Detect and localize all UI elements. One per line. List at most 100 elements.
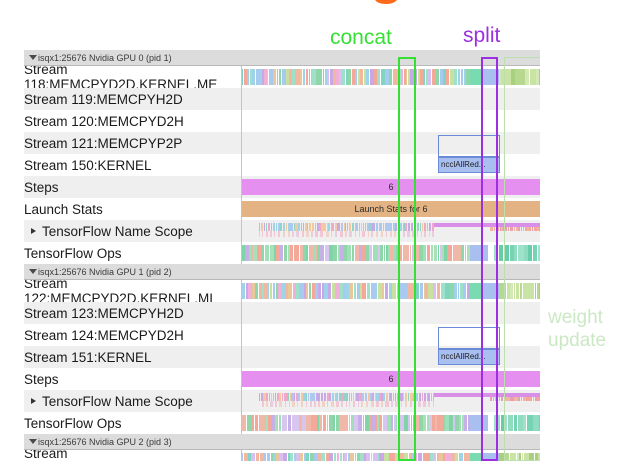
trace-row-label[interactable]: Launch Stats: [24, 198, 241, 220]
trace-row-label-text: Stream 124:MEMCPYD2H: [24, 327, 184, 343]
label-lane-divider: [241, 346, 242, 368]
label-lane-divider: [241, 88, 242, 110]
trace-row-label-text: TensorFlow Ops: [24, 245, 122, 261]
trace-row-label-text: Launch Stats: [24, 201, 103, 217]
label-lane-divider: [241, 324, 242, 346]
trace-row[interactable]: Stream 150:KERNEL ncclAllRed...: [24, 135, 540, 176]
orange-marker: [375, 0, 397, 4]
trace-row[interactable]: Launch Stats Launch Stats for 6: [24, 198, 540, 220]
group-header-gpu-0[interactable]: isqx1:25676 Nvidia GPU 0 (pid 1): [24, 50, 540, 66]
trace-row-label[interactable]: TensorFlow Ops: [24, 242, 241, 264]
trace-row-lane[interactable]: 6: [242, 368, 540, 390]
trace-row-label[interactable]: Steps: [24, 368, 241, 390]
trace-row[interactable]: Steps 6: [24, 368, 540, 390]
nccl-slice[interactable]: ncclAllRed...: [438, 349, 500, 365]
trace-row-label-text: Stream 120:MEMCPYD2H: [24, 113, 184, 129]
trace-row-label[interactable]: TensorFlow Ops: [24, 412, 241, 434]
chevron-down-icon[interactable]: [29, 269, 37, 274]
trace-row-label-text: Stream 150:KERNEL: [24, 157, 152, 173]
trace-row-lane[interactable]: [242, 110, 540, 132]
trace-row-lane[interactable]: [242, 302, 540, 324]
trace-row-label[interactable]: Stream 122:MEMCPYD2D,KERNEL,MI: [24, 280, 241, 302]
trace-row-label-text: Stream 123:MEMCPYH2D: [24, 305, 184, 321]
trace-row-label[interactable]: Stream 120:MEMCPYD2H: [24, 110, 241, 132]
trace-row-label[interactable]: TensorFlow Name Scope: [24, 220, 259, 242]
trace-row-label[interactable]: Stream 151:KERNEL: [24, 346, 241, 368]
trace-row[interactable]: Stream 119:MEMCPYH2D: [24, 88, 540, 110]
group-header-gpu-1[interactable]: isqx1:25676 Nvidia GPU 1 (pid 2): [24, 264, 540, 280]
chevron-down-icon[interactable]: [29, 55, 37, 60]
trace-row[interactable]: TensorFlow Name Scope: [24, 220, 540, 242]
trace-row-lane[interactable]: [242, 242, 540, 264]
label-lane-divider: [241, 110, 242, 132]
trace-row-label[interactable]: Stream 124:MEMCPYD2H: [24, 324, 241, 346]
trace-row-lane[interactable]: 6: [242, 176, 540, 198]
trace-row[interactable]: Stream 123:MEMCPYH2D: [24, 302, 540, 324]
trace-row-label[interactable]: Stream 150:KERNEL: [24, 154, 241, 176]
trace-row-label-text: Stream 118:MEMCPYD2D,KERNEL,ME: [24, 66, 218, 88]
trace-row-label-text: Stream 119:MEMCPYH2D: [24, 91, 183, 107]
trace-row-lane[interactable]: ncclAllRed...: [242, 327, 540, 368]
trace-row-lane[interactable]: ncclAllRed...: [242, 135, 540, 176]
steps-bar-label: 6: [388, 374, 394, 384]
label-lane-divider: [241, 368, 242, 390]
label-lane-divider: [241, 66, 242, 88]
steps-bar[interactable]: [242, 179, 540, 195]
chevron-right-icon[interactable]: [31, 228, 36, 234]
trace-row-label[interactable]: Stream 118:MEMCPYD2D,KERNEL,ME: [24, 66, 241, 88]
chevron-down-icon[interactable]: [29, 439, 37, 444]
trace-row-lane[interactable]: [242, 280, 540, 302]
trace-row[interactable]: Stream 151:KERNEL ncclAllRed...: [24, 327, 540, 368]
steps-bar-label: 6: [388, 182, 394, 192]
trace-row-lane[interactable]: [242, 324, 540, 346]
annotation-concat: concat: [330, 26, 392, 49]
trace-rows-container: isqx1:25676 Nvidia GPU 0 (pid 1)Stream 1…: [24, 50, 540, 461]
trace-viewer[interactable]: isqx1:25676 Nvidia GPU 0 (pid 1)Stream 1…: [24, 50, 540, 461]
label-lane-divider: [241, 132, 242, 154]
trace-row-lane[interactable]: [242, 450, 540, 461]
steps-bar[interactable]: [242, 371, 540, 387]
trace-row[interactable]: Steps 6: [24, 176, 540, 198]
trace-row-label[interactable]: TensorFlow Name Scope: [24, 390, 259, 412]
label-lane-divider: [241, 242, 242, 264]
trace-row[interactable]: Stream 126:MEMCPYD2D,KERNEL,MI: [24, 450, 540, 461]
label-lane-divider: [241, 280, 242, 302]
trace-row[interactable]: TensorFlow Name Scope: [24, 390, 540, 412]
trace-row-label-text: Stream 122:MEMCPYD2D,KERNEL,MI: [24, 280, 214, 302]
trace-row[interactable]: Stream 118:MEMCPYD2D,KERNEL,ME: [24, 66, 540, 88]
trace-row-label-text: TensorFlow Name Scope: [42, 223, 193, 239]
trace-row-label[interactable]: Stream 121:MEMCPYP2P: [24, 132, 241, 154]
trace-row-lane[interactable]: [242, 88, 540, 110]
label-lane-divider: [241, 198, 242, 220]
nccl-slice[interactable]: ncclAllRed...: [438, 157, 500, 173]
group-header-label: isqx1:25676 Nvidia GPU 1 (pid 2): [38, 266, 172, 277]
trace-row-label-text: Stream 121:MEMCPYP2P: [24, 135, 183, 151]
trace-row-lane[interactable]: [242, 412, 540, 434]
trace-row[interactable]: TensorFlow Ops: [24, 412, 540, 434]
label-lane-divider: [241, 390, 242, 412]
chevron-right-icon[interactable]: [31, 398, 36, 404]
trace-row-lane[interactable]: Launch Stats for 6: [242, 198, 540, 220]
annotation-weight-line2: update: [548, 330, 607, 351]
trace-row-lane[interactable]: [242, 220, 540, 242]
trace-row-lane[interactable]: [242, 390, 540, 412]
trace-row[interactable]: Stream 121:MEMCPYP2P: [24, 132, 540, 154]
trace-row-label-text: TensorFlow Ops: [24, 415, 122, 431]
trace-row-label[interactable]: Steps: [24, 176, 241, 198]
trace-row[interactable]: Stream 124:MEMCPYD2H: [24, 324, 540, 346]
group-header-gpu-2[interactable]: isqx1:25676 Nvidia GPU 2 (pid 3): [24, 434, 540, 450]
trace-row-label[interactable]: Stream 119:MEMCPYH2D: [24, 88, 241, 110]
label-lane-divider: [241, 176, 242, 198]
label-lane-divider: [241, 302, 242, 324]
annotation-weight-line1: weight: [548, 307, 603, 328]
trace-row[interactable]: Stream 122:MEMCPYD2D,KERNEL,MI: [24, 280, 540, 302]
trace-row[interactable]: Stream 120:MEMCPYD2H: [24, 110, 540, 132]
launch-stats-bar[interactable]: [242, 201, 540, 217]
trace-row-lane[interactable]: [242, 66, 540, 88]
launch-stats-bar-label: Launch Stats for 6: [354, 204, 428, 214]
trace-row-label[interactable]: Stream 126:MEMCPYD2D,KERNEL,MI: [24, 450, 241, 461]
label-lane-divider: [241, 450, 242, 461]
trace-row-label[interactable]: Stream 123:MEMCPYH2D: [24, 302, 241, 324]
trace-row[interactable]: TensorFlow Ops: [24, 242, 540, 264]
trace-row-lane[interactable]: [242, 132, 540, 154]
